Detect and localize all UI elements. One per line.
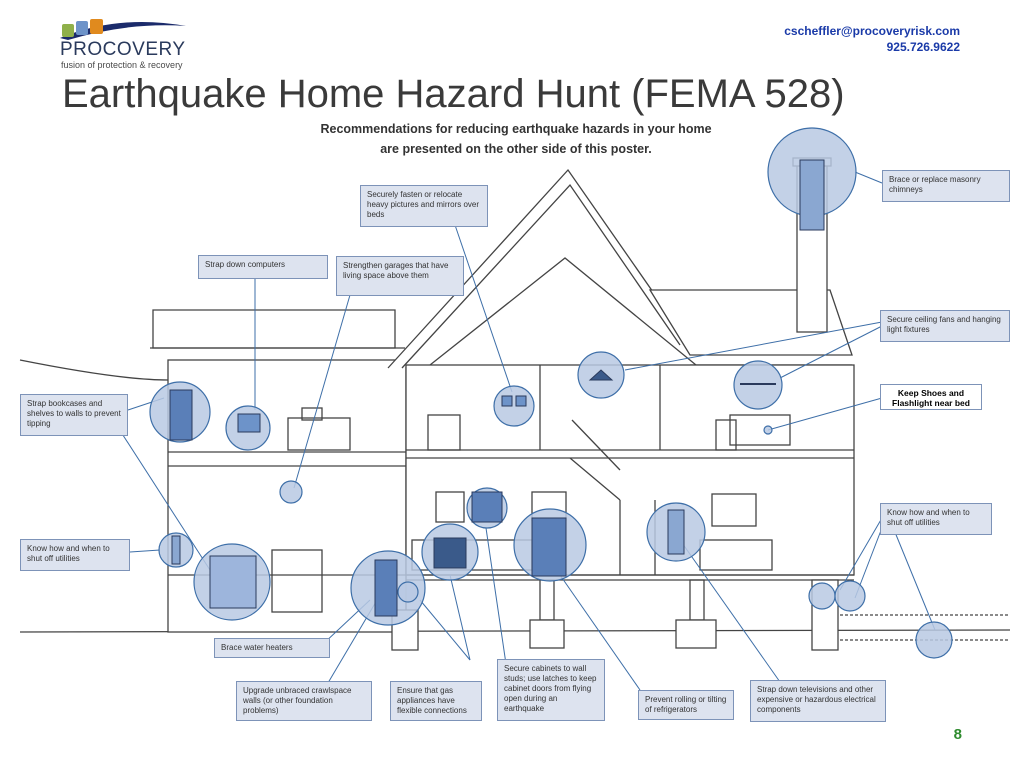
label-computers: Strap down computers — [198, 255, 328, 279]
label-shoes-flashlight: Keep Shoes and Flashlight near bed — [880, 384, 982, 410]
label-refrigerators: Prevent rolling or tilting of refrigerat… — [638, 690, 734, 720]
label-crawlspace: Upgrade unbraced crawlspace walls (or ot… — [236, 681, 372, 721]
page-number: 8 — [953, 726, 962, 743]
subtitle-line-1: Recommendations for reducing earthquake … — [320, 122, 712, 136]
page-title: Earthquake Home Hazard Hunt (FEMA 528) — [62, 72, 845, 116]
contact-info: cscheffler@procoveryrisk.com 925.726.962… — [784, 23, 960, 55]
contact-email[interactable]: cscheffler@procoveryrisk.com — [784, 24, 960, 38]
label-utilities-right: Know how and when to shut off utilities — [880, 503, 992, 535]
label-ceiling-fans: Secure ceiling fans and hanging light fi… — [880, 310, 1010, 342]
contact-phone: 925.726.9622 — [886, 40, 960, 54]
gas-valve-circle — [397, 581, 419, 603]
water-valve-circle — [834, 580, 866, 612]
label-bookcases: Strap bookcases and shelves to walls to … — [20, 394, 128, 436]
garage-circle — [279, 480, 303, 504]
electric-meter-circle — [915, 621, 953, 659]
subtitle-line-2: are presented on the other side of this … — [380, 142, 652, 156]
label-gas-appliances: Ensure that gas appliances have flexible… — [390, 681, 482, 721]
procovery-logo — [60, 19, 186, 40]
logo-wordmark: PROCOVERY — [60, 39, 186, 60]
gas-meter-circle — [808, 582, 836, 610]
label-garages: Strengthen garages that have living spac… — [336, 256, 464, 296]
label-utilities-left: Know how and when to shut off utilities — [20, 539, 130, 571]
label-pictures: Securely fasten or relocate heavy pictur… — [360, 185, 488, 227]
label-cabinets: Secure cabinets to wall studs; use latch… — [497, 659, 605, 721]
label-televisions: Strap down televisions and other expensi… — [750, 680, 886, 722]
poster-subtitle: Recommendations for reducing earthquake … — [286, 119, 746, 159]
logo-tagline: fusion of protection & recovery — [61, 60, 183, 70]
picture-circle — [493, 385, 535, 427]
label-chimney: Brace or replace masonry chimneys — [882, 170, 1010, 202]
label-water-heaters: Brace water heaters — [214, 638, 330, 658]
shoes-circle — [763, 425, 773, 435]
